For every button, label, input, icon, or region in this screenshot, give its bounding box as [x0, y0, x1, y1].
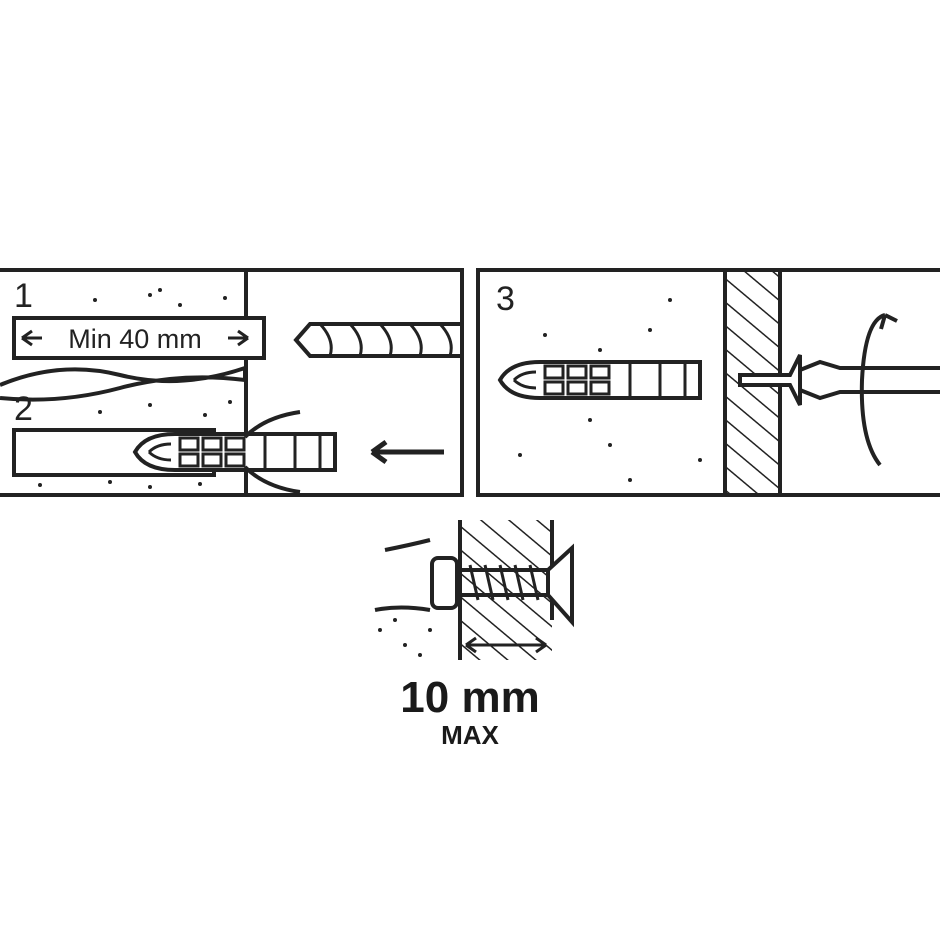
max-thickness-value: 10 mm [400, 673, 539, 722]
insert-arrow-icon [370, 439, 444, 465]
max-thickness-label: MAX [441, 720, 499, 750]
drill-bit-icon [293, 322, 464, 358]
step-number-3: 3 [496, 280, 515, 318]
screw-icon [430, 543, 574, 628]
min-depth-label: Min 40 mm [68, 324, 202, 354]
step-number-1: 1 [14, 277, 33, 315]
wall-plug-icon [133, 410, 337, 494]
panel-step-3: 3 [476, 268, 940, 497]
screwdriver-icon [738, 354, 940, 406]
max-thickness-detail: 10 mm MAX [374, 520, 574, 750]
min-depth-indicator: Min 40 mm [21, 324, 249, 354]
panel-steps-1-2: 1 2 Min 40 mm [0, 268, 464, 497]
step-number-2: 2 [14, 390, 33, 428]
rotation-arrow-icon [859, 313, 898, 467]
